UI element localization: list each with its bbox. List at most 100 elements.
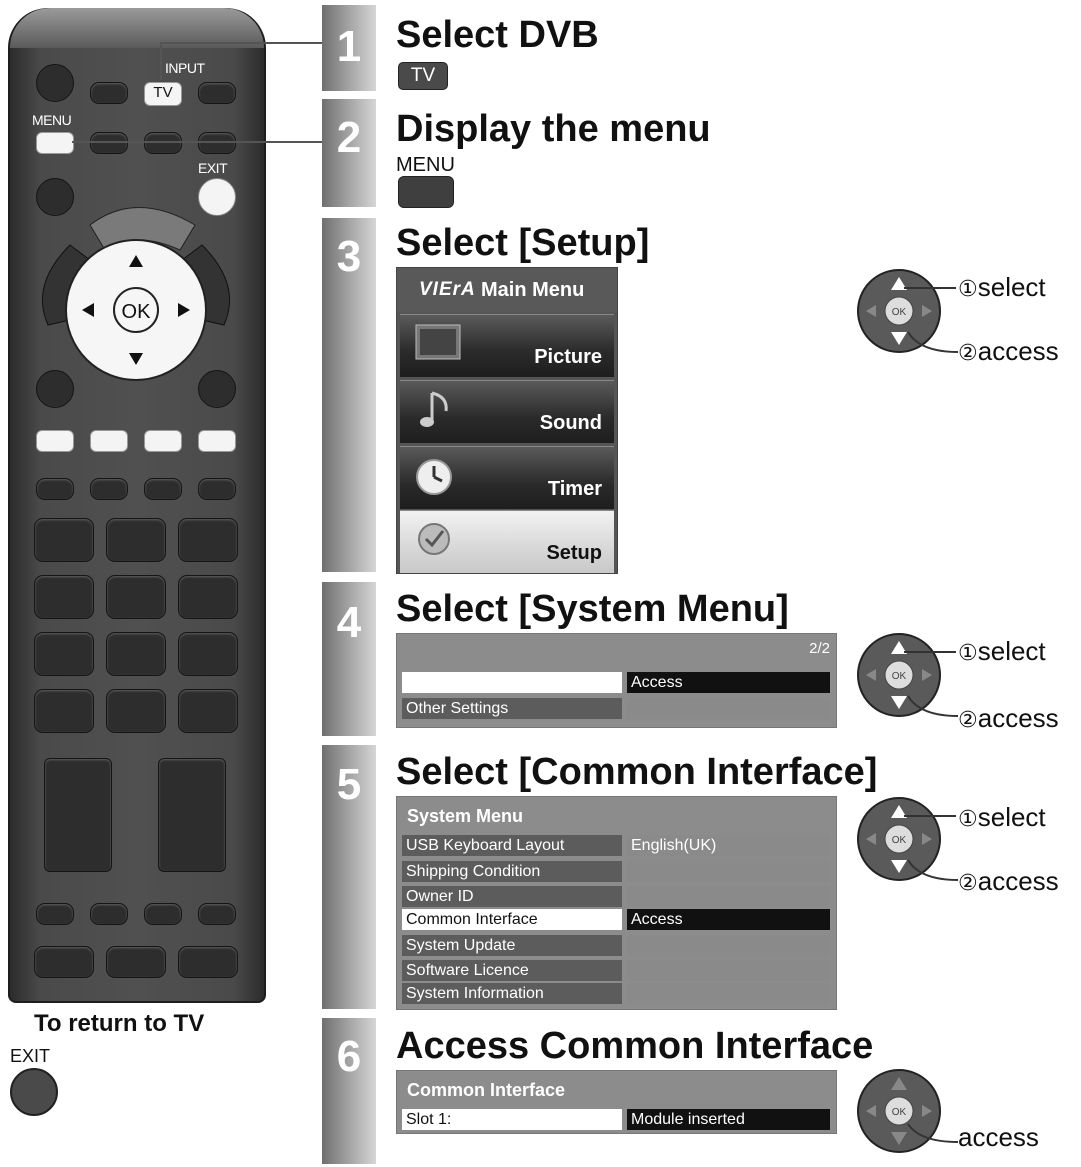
remote-number-button[interactable] [34, 575, 94, 619]
remote-number-button[interactable] [178, 518, 238, 562]
setup-menu-row-other-settings[interactable]: Other Settings [397, 698, 836, 719]
remote-button[interactable] [34, 946, 94, 978]
system-menu-panel: System Menu USB Keyboard Layout English(… [396, 796, 837, 1010]
remote-button[interactable] [90, 132, 128, 154]
system-menu-row-value [627, 886, 830, 907]
main-menu-label: Timer [547, 478, 602, 500]
nav-dial-icon: OK [857, 269, 941, 353]
remote-button[interactable] [198, 903, 236, 925]
remote-number-button[interactable] [106, 575, 166, 619]
system-menu-row-label: System Information [402, 983, 622, 1004]
svg-text:OK: OK [892, 307, 907, 318]
setup-menu-row-system-menu[interactable]: Access [397, 672, 836, 693]
arrow-down-icon [129, 353, 143, 365]
remote-round-button[interactable] [198, 370, 236, 408]
step-title-5: Select [Common Interface] [396, 751, 878, 793]
remote-number-button[interactable] [106, 689, 166, 733]
main-menu-header: VIErA Main Menu [397, 268, 617, 312]
remote-button[interactable] [144, 903, 182, 925]
svg-text:OK: OK [892, 1107, 907, 1118]
remote-channel-rocker[interactable] [158, 758, 226, 872]
system-menu-row-owner-id[interactable]: Owner ID [397, 886, 836, 907]
exit-button[interactable] [10, 1068, 58, 1116]
remote-button[interactable] [90, 903, 128, 925]
remote-button[interactable] [198, 478, 236, 500]
remote-number-button[interactable] [178, 575, 238, 619]
remote-button[interactable] [90, 82, 128, 104]
system-menu-row-label: Common Interface [402, 909, 622, 930]
nav-dial-icon: OK [857, 633, 941, 717]
remote-button[interactable] [198, 132, 236, 154]
remote-number-button[interactable] [178, 689, 238, 733]
return-to-tv-text: To return to TV [34, 1010, 205, 1037]
main-menu-item-setup[interactable]: Setup [400, 510, 614, 573]
step-title-6: Access Common Interface [396, 1025, 874, 1067]
remote-color-button[interactable] [198, 430, 236, 452]
slot-value: Module inserted [627, 1109, 830, 1130]
remote-volume-rocker[interactable] [44, 758, 112, 872]
setup-menu-panel: 2/2 Access Other Settings [396, 633, 837, 728]
remote-color-button[interactable] [144, 430, 182, 452]
remote-color-button[interactable] [90, 430, 128, 452]
remote-top-edge [10, 8, 264, 48]
remote-button[interactable] [90, 478, 128, 500]
setup-icon [418, 523, 450, 555]
nav-callout-lines [904, 287, 959, 353]
remote-button[interactable] [36, 478, 74, 500]
remote-number-button[interactable] [34, 632, 94, 676]
system-menu-row-value [627, 983, 830, 1004]
system-menu-row-system-information[interactable]: System Information [397, 983, 836, 1004]
setup-menu-row-value: Access [627, 672, 830, 693]
remote-number-button[interactable] [106, 518, 166, 562]
clock-icon [416, 459, 452, 495]
remote-button[interactable] [144, 478, 182, 500]
remote-exit-button[interactable] [198, 178, 236, 216]
nav-callout-lines [907, 1123, 959, 1143]
common-interface-row-slot-1[interactable]: Slot 1: Module inserted [397, 1109, 836, 1130]
remote-menu-button[interactable] [36, 132, 74, 154]
step-bar-5 [322, 745, 376, 1009]
remote-number-button[interactable] [106, 632, 166, 676]
step-bar-2 [322, 99, 376, 207]
remote-button[interactable] [106, 946, 166, 978]
setup-menu-row-label: Other Settings [402, 698, 622, 719]
main-menu-title: Main Menu [481, 279, 585, 301]
remote-button[interactable] [144, 132, 182, 154]
remote-button[interactable] [178, 946, 238, 978]
step-number-6: 6 [336, 1032, 362, 1081]
remote-color-button[interactable] [36, 430, 74, 452]
step-number-5: 5 [336, 760, 362, 809]
system-menu-row-label: System Update [402, 935, 622, 956]
system-menu-row-usb-keyboard-layout[interactable]: USB Keyboard Layout English(UK) [397, 835, 836, 856]
nav-label-select: ①select [958, 802, 1046, 832]
remote-button[interactable] [36, 903, 74, 925]
system-menu-row-value: Access [627, 909, 830, 930]
main-menu-item-sound[interactable]: Sound [400, 380, 614, 443]
nav-callout-lines [904, 815, 959, 881]
remote-number-button[interactable] [34, 518, 94, 562]
remote-power-button[interactable] [36, 64, 74, 102]
nav-callout-lines [904, 651, 959, 717]
remote-number-button[interactable] [178, 632, 238, 676]
step-title-2: Display the menu [396, 108, 711, 150]
system-menu-title: System Menu [407, 806, 524, 826]
main-menu-item-picture[interactable]: Picture [400, 314, 614, 377]
main-menu-item-timer[interactable]: Timer [400, 446, 614, 509]
remote-number-button[interactable] [34, 689, 94, 733]
callout-line-input [160, 42, 324, 44]
remote-round-button[interactable] [36, 370, 74, 408]
arrow-up-icon [129, 255, 143, 267]
system-menu-row-system-update[interactable]: System Update [397, 935, 836, 956]
system-menu-row-software-licence[interactable]: Software Licence [397, 960, 836, 981]
system-menu-row-value [627, 861, 830, 882]
callout-line-input [160, 42, 162, 80]
page-indicator: 2/2 [809, 640, 830, 657]
system-menu-row-label: USB Keyboard Layout [402, 835, 622, 856]
system-menu-row-shipping-condition[interactable]: Shipping Condition [397, 861, 836, 882]
remote-round-button[interactable] [36, 178, 74, 216]
remote-button[interactable] [198, 82, 236, 104]
picture-icon [415, 324, 461, 360]
remote-tv-button[interactable]: TV [144, 82, 182, 106]
remote-ok-button[interactable] [113, 287, 159, 333]
system-menu-row-common-interface[interactable]: Common Interface Access [397, 909, 836, 930]
